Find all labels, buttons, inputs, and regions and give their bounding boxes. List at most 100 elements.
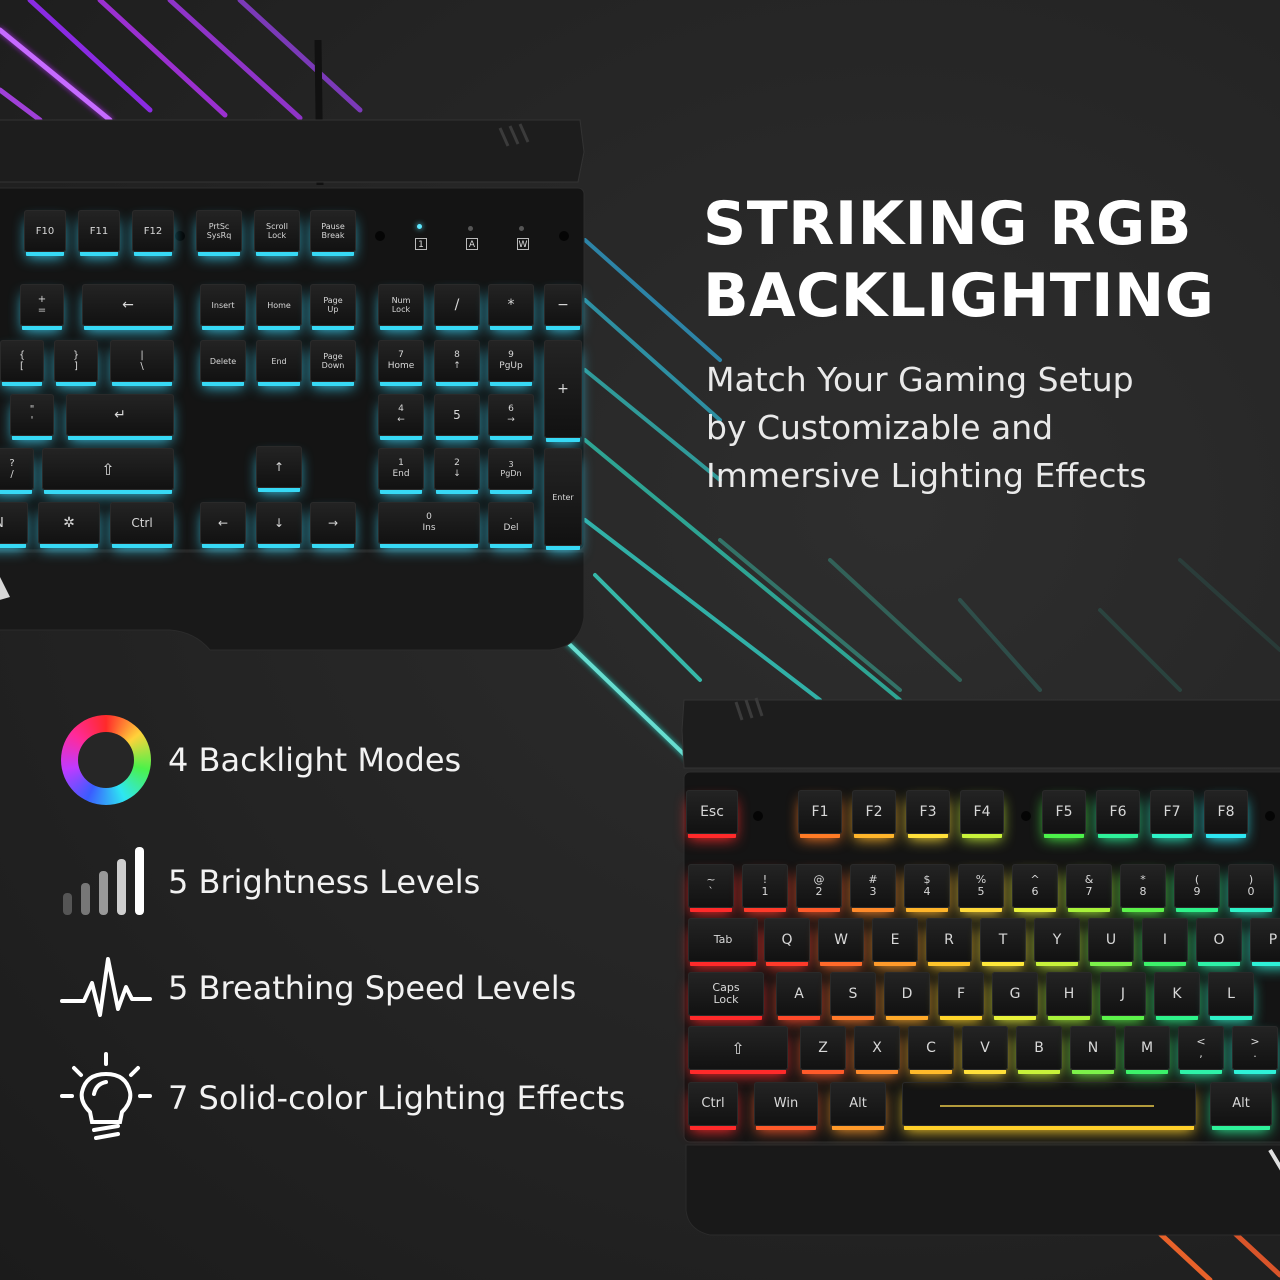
key: K [1154, 972, 1200, 1016]
indicator-label-1: 1 [415, 238, 427, 250]
key: Z [800, 1026, 846, 1070]
key: B [1016, 1026, 1062, 1070]
key: } ] [54, 340, 98, 382]
key: ^ 6 [1012, 864, 1058, 908]
key: Q [764, 918, 810, 962]
key: N [1070, 1026, 1116, 1070]
key: F [938, 972, 984, 1016]
key: End [256, 340, 302, 382]
indicator-led-num [417, 224, 422, 229]
light-bulb-icon [60, 1052, 152, 1144]
subheadline: Match Your Gaming Setup by Customizable … [706, 356, 1226, 500]
key: " ' [10, 394, 54, 436]
keyboard-top-cyan: 1 A W F10 F11 F12 PrtSc SysRq Scroll Loc… [0, 112, 590, 652]
key: P [1250, 918, 1280, 962]
key: 1 End [378, 448, 424, 490]
key: A [776, 972, 822, 1016]
key: ! 1 [742, 864, 788, 908]
key: F8 [1204, 790, 1248, 834]
key: 8 ↑ [434, 340, 480, 382]
feature-label: 5 Breathing Speed Levels [168, 969, 577, 1007]
key: Num Lock [378, 284, 424, 326]
key: 2 ↓ [434, 448, 480, 490]
key: ✲ [38, 502, 100, 544]
key: Page Down [310, 340, 356, 382]
color-wheel-icon [60, 714, 152, 806]
key: I [1142, 918, 1188, 962]
key: Page Up [310, 284, 356, 326]
headline: STRIKING RGB BACKLIGHTING [703, 188, 1263, 332]
key: F3 [906, 790, 950, 834]
key: 4 ← [378, 394, 424, 436]
key: . Del [488, 502, 534, 544]
key: Home [256, 284, 302, 326]
indicator-label-w: W [517, 238, 529, 250]
key: X [854, 1026, 900, 1070]
key: Scroll Lock [254, 210, 300, 252]
key: 7 Home [378, 340, 424, 382]
feature-brightness-levels: 5 Brightness Levels [60, 836, 480, 928]
key: ↓ [256, 502, 302, 544]
key: Y [1034, 918, 1080, 962]
key: U [1088, 918, 1134, 962]
key: D [884, 972, 930, 1016]
key: H [1046, 972, 1092, 1016]
keyboard-top-body [0, 119, 585, 651]
key: Alt [830, 1082, 886, 1126]
key: F4 [960, 790, 1004, 834]
feature-solid-color-effects: 7 Solid-color Lighting Effects [60, 1052, 625, 1144]
key: F6 [1096, 790, 1140, 834]
key: / [434, 284, 480, 326]
key: 5 [434, 394, 480, 436]
key: * [488, 284, 534, 326]
key: W [818, 918, 864, 962]
key: ? / [0, 448, 34, 490]
key: * 8 [1120, 864, 1166, 908]
key: Win [754, 1082, 818, 1126]
key: # 3 [850, 864, 896, 908]
key: { [ [0, 340, 44, 382]
subheadline-line-2: by Customizable and [706, 408, 1054, 447]
key: ) 0 [1228, 864, 1274, 908]
key: → [310, 502, 356, 544]
key: J [1100, 972, 1146, 1016]
purple-stripes [0, 0, 363, 123]
key: ( 9 [1174, 864, 1220, 908]
key: O [1196, 918, 1242, 962]
key: 3 PgDn [488, 448, 534, 490]
teal-stripes [563, 238, 1280, 762]
feature-label: 7 Solid-color Lighting Effects [168, 1079, 626, 1117]
key: + = [20, 284, 64, 326]
key: ⇧ [42, 448, 174, 490]
key: ↵ [66, 394, 174, 436]
pulse-wave-icon [60, 942, 152, 1034]
headline-line-1: STRIKING RGB [703, 189, 1193, 259]
key: Pause Break [310, 210, 356, 252]
key: 9 PgUp [488, 340, 534, 382]
signal-bars-icon [60, 836, 152, 928]
key: F1 [798, 790, 842, 834]
space-key [902, 1082, 1196, 1126]
key: Enter [544, 448, 582, 546]
key: < , [1178, 1026, 1224, 1070]
key: @ 2 [796, 864, 842, 908]
subheadline-line-1: Match Your Gaming Setup [706, 360, 1134, 399]
key: % 5 [958, 864, 1004, 908]
key: L [1208, 972, 1254, 1016]
key: Tab [688, 918, 758, 962]
key: N [0, 502, 28, 544]
key: V [962, 1026, 1008, 1070]
key: + [544, 340, 582, 438]
key: − [544, 284, 582, 326]
subheadline-line-3: Immersive Lighting Effects [706, 456, 1147, 495]
key: F11 [78, 210, 120, 252]
key: F5 [1042, 790, 1086, 834]
key: ⇧ [688, 1026, 788, 1070]
key: $ 4 [904, 864, 950, 908]
feature-label: 5 Brightness Levels [168, 863, 481, 901]
feature-label: 4 Backlight Modes [168, 741, 462, 779]
key: G [992, 972, 1038, 1016]
keyboard-bottom-rainbow: Esc F1 F2 F3 F4 F5 F6 F7 F8 ~ ` ! 1 @ 2 … [680, 690, 1280, 1270]
key: Esc [686, 790, 738, 834]
indicator-led-scroll [519, 226, 524, 231]
